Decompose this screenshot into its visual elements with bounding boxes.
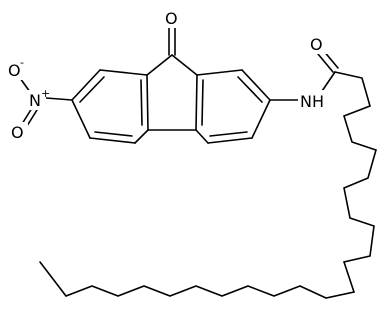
bond-r-inner-a	[237, 76, 263, 103]
bond-r2	[241, 69, 271, 101]
bond-n-o-upper	[19, 77, 31, 93]
bond-amide-co-a	[317, 53, 334, 73]
label-bg-nitro-o-upper	[5, 60, 25, 80]
bond-c8a-c4a	[195, 74, 198, 131]
label-bg-amide-o	[306, 32, 328, 54]
bond-l5	[134, 129, 149, 144]
alkyl-chain	[39, 71, 377, 299]
nitro-oxygen-upper-charge: -	[20, 56, 24, 69]
label-bg-nh	[298, 90, 326, 112]
bond-l-inner-a	[79, 76, 105, 103]
nitro-oxygen-upper-label: O	[8, 61, 21, 80]
bond-l4	[89, 137, 136, 144]
bond-r-inner-b	[209, 131, 248, 137]
left-benzene-ring	[71, 69, 149, 144]
bond-n-o-lower-a	[21, 107, 33, 125]
amide-nh-label: NH	[300, 92, 324, 111]
bond-l2	[71, 69, 101, 101]
bond-c9a-c4b	[146, 74, 149, 131]
amide-oxygen-label: O	[310, 35, 323, 54]
bond-l1	[99, 69, 148, 76]
bond-c-nitro	[45, 97, 73, 101]
bond-l-inner-c	[140, 79, 143, 126]
bond-l3	[71, 99, 91, 139]
bond-c9-c8a	[171, 54, 198, 76]
ketone-carbonyl	[168, 27, 176, 56]
bond-r-inner-c	[201, 79, 204, 126]
ketone-oxygen-label: O	[165, 9, 178, 28]
right-benzene-ring	[195, 69, 271, 144]
five-membered-ring	[146, 54, 198, 131]
nitro-nitrogen-charge: +	[41, 87, 50, 100]
nitro-oxygen-lower-label: O	[11, 123, 24, 142]
label-bg-ketone-o	[160, 6, 184, 28]
nitro-nitrogen-label: N	[29, 91, 41, 110]
bond-l-inner-b	[94, 131, 133, 137]
label-bg-nitro-n	[26, 90, 46, 110]
nitro-group	[19, 77, 73, 127]
bond-r4	[207, 137, 253, 144]
bond-c9-c9a	[146, 54, 173, 76]
bond-r1	[196, 69, 243, 76]
bond-r5	[195, 129, 209, 144]
bond-r3	[251, 99, 271, 139]
bond-n-o-lower-b	[26, 109, 38, 127]
label-bg-nitro-o-lower	[8, 122, 28, 142]
